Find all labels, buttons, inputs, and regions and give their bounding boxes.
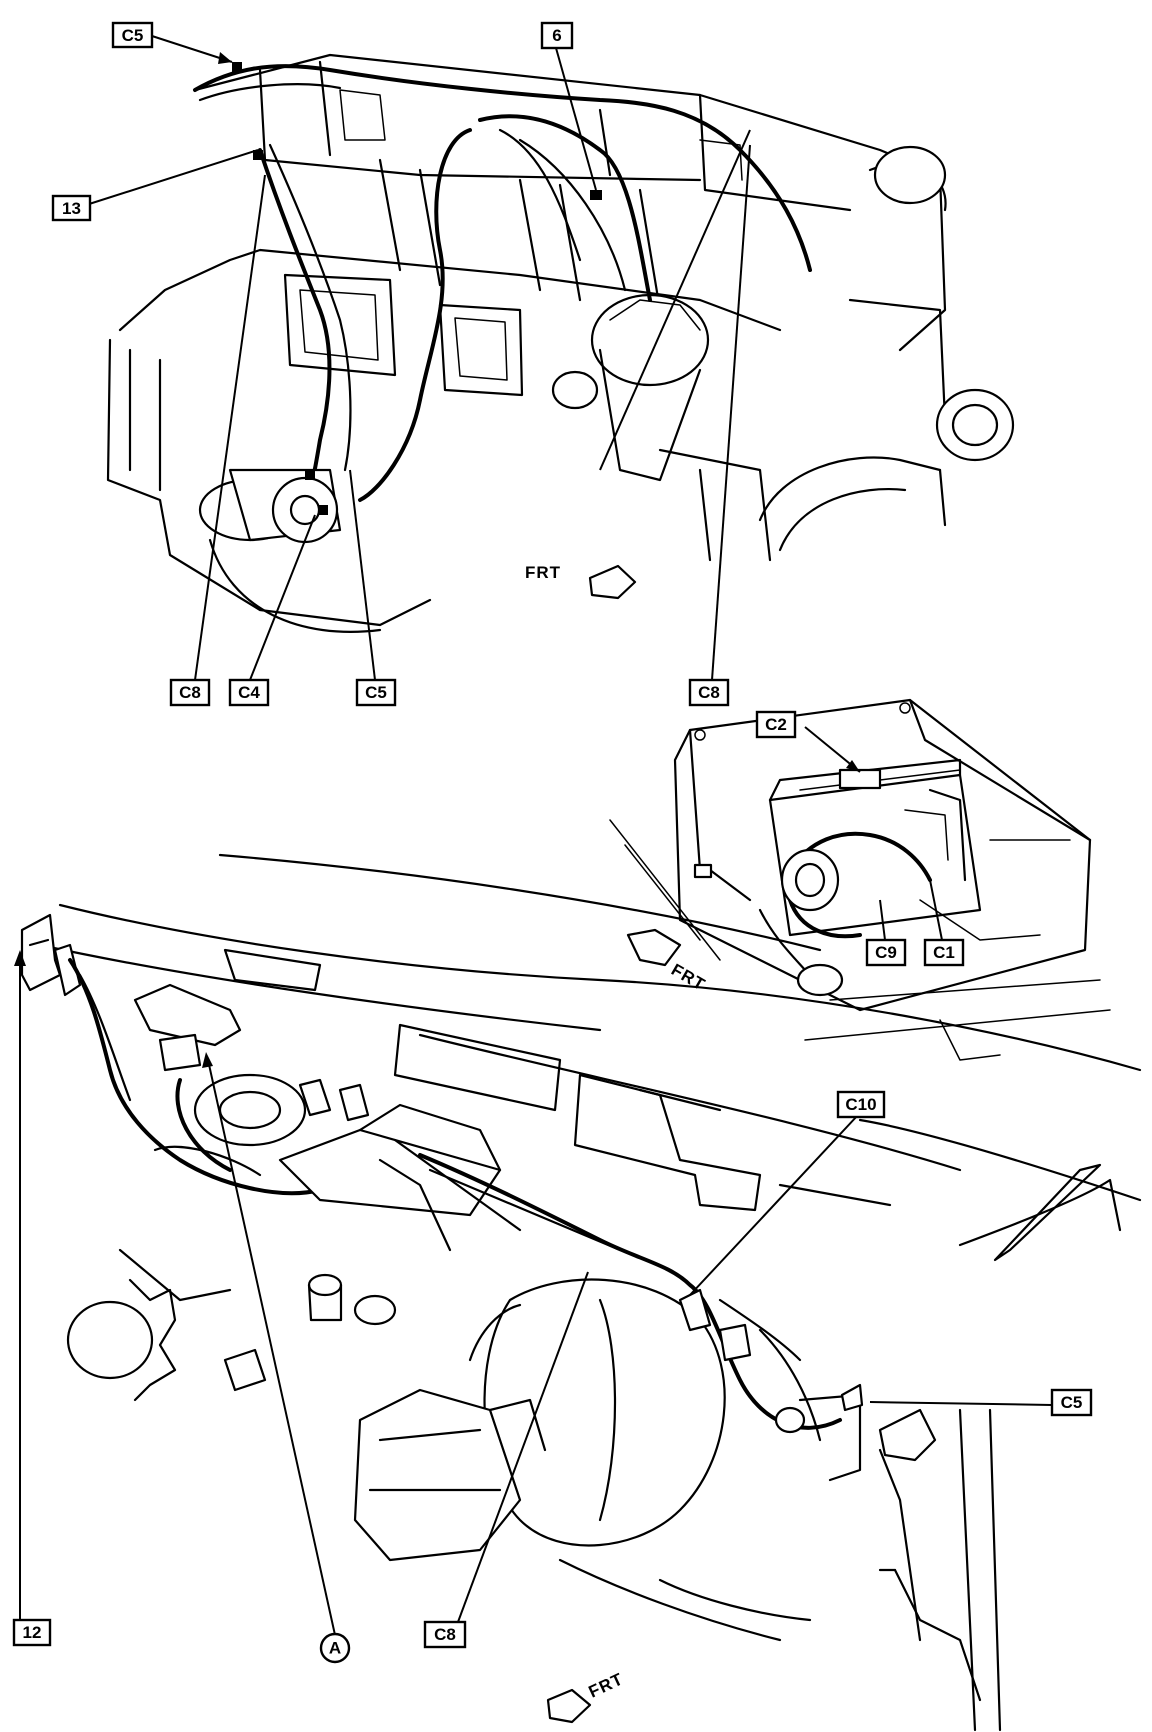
svg-text:6: 6: [552, 26, 561, 45]
svg-text:C10: C10: [845, 1095, 876, 1114]
callout-bottom-a: A: [319, 1632, 351, 1664]
frt-label-inset: FRT: [668, 960, 709, 994]
svg-text:C8: C8: [434, 1625, 456, 1644]
svg-text:C4: C4: [238, 683, 260, 702]
callout-top-c5: C5: [111, 21, 154, 49]
frt-label-bottom: FRT: [586, 1669, 627, 1701]
svg-text:C9: C9: [875, 943, 897, 962]
leader-lines: [14, 35, 1053, 1636]
callout-top-c4: C4: [228, 678, 270, 707]
callout-top-13: 13: [51, 194, 92, 222]
callout-bottom-c5: C5: [1050, 1388, 1093, 1417]
callout-top-c8-left: C8: [169, 678, 211, 707]
svg-text:C8: C8: [179, 683, 201, 702]
frt-label-top: FRT: [525, 563, 561, 582]
callout-inset-c9: C9: [865, 938, 907, 967]
front-arrow-inset: FRT: [668, 960, 709, 994]
callout-top-c5-bottom: C5: [355, 678, 397, 707]
svg-text:12: 12: [23, 1623, 42, 1642]
svg-text:C2: C2: [765, 715, 787, 734]
front-arrow-bottom: FRT: [546, 1669, 627, 1724]
engine-view: [106, 53, 1015, 633]
firewall-view: [20, 853, 1142, 1732]
callout-inset-c1: C1: [923, 938, 965, 967]
svg-text:13: 13: [62, 199, 81, 218]
svg-text:C5: C5: [122, 26, 144, 45]
svg-text:C5: C5: [365, 683, 387, 702]
callout-inset-c2: C2: [755, 710, 797, 739]
callout-top-c8-right: C8: [688, 678, 730, 707]
svg-text:C8: C8: [698, 683, 720, 702]
callout-bottom-12: 12: [12, 1618, 52, 1647]
callout-bottom-c10: C10: [836, 1090, 886, 1119]
callout-top-6: 6: [540, 21, 574, 50]
svg-text:C5: C5: [1061, 1393, 1083, 1412]
svg-text:C1: C1: [933, 943, 955, 962]
inset-view: [609, 698, 1111, 1061]
callout-bottom-c8: C8: [423, 1620, 467, 1649]
svg-text:A: A: [329, 1639, 341, 1658]
front-arrow-top: FRT: [525, 563, 637, 600]
